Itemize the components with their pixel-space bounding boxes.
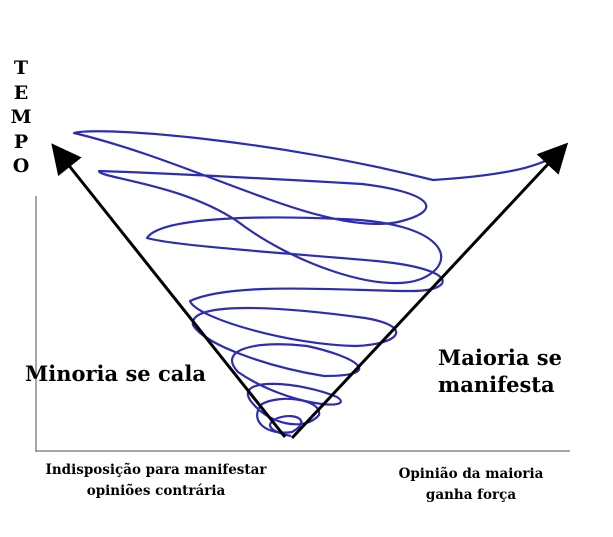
bottom-left-caption-line1: Indisposição para manifestar <box>45 462 267 478</box>
bottom-left-caption-line2: opiniões contrária <box>86 483 226 499</box>
majority-speaks-line2: manifesta <box>438 372 555 397</box>
opinion-spiral-curve <box>72 130 559 438</box>
y-axis-letter: E <box>13 81 29 104</box>
minority-silent-label: Minoria se cala <box>25 361 206 386</box>
majority-speaks-label: Maioria se manifesta <box>438 344 562 398</box>
left-arrow <box>51 143 287 438</box>
bottom-right-caption: Opinião da maioria ganha força <box>382 464 560 506</box>
majority-speaks-line1: Maioria se <box>438 345 562 370</box>
y-axis-letter: P <box>13 130 29 153</box>
bottom-left-caption: Indisposição para manifestar opiniões co… <box>22 460 290 502</box>
y-axis-letter: T <box>13 57 29 79</box>
bottom-right-caption-line1: Opinião da maioria <box>398 466 544 482</box>
y-axis-letter: O <box>12 155 30 177</box>
bottom-right-caption-line2: ganha força <box>425 487 517 503</box>
y-axis-label-tempo: T E M P O <box>10 56 32 179</box>
right-arrow <box>290 142 569 440</box>
y-axis-letter: M <box>10 106 32 128</box>
